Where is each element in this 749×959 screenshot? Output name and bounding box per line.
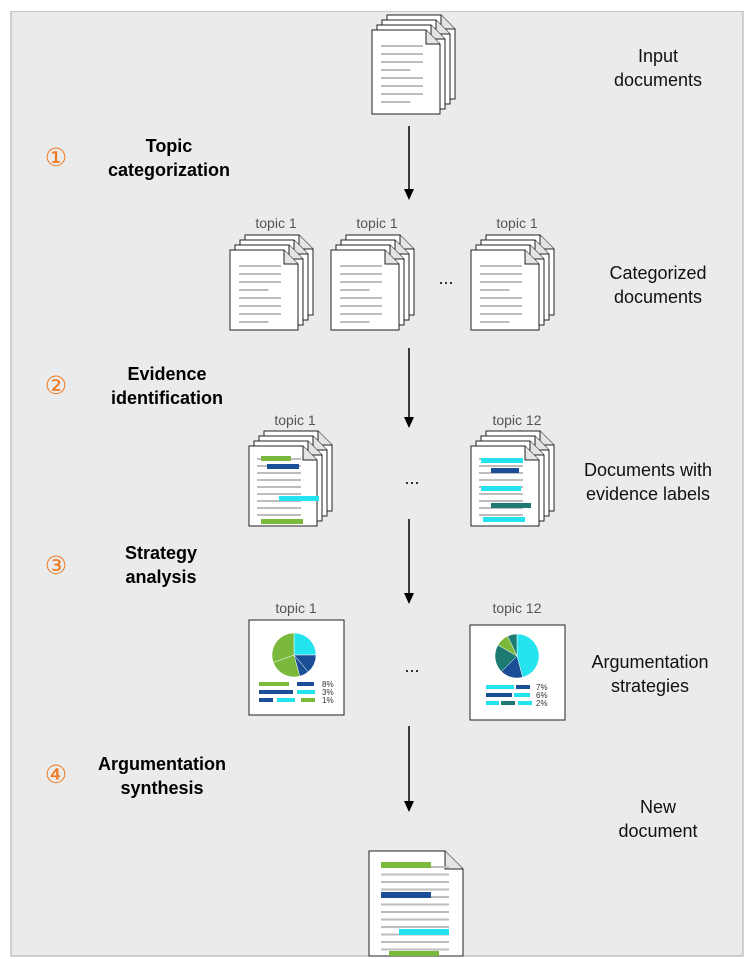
strategy-card-a-pie-slice: [273, 654, 301, 678]
strategy-card-a-legend-bar: [277, 698, 295, 702]
step-4-title-line2: synthesis: [120, 778, 204, 798]
arrow-step-2-head: [404, 417, 414, 428]
topic-label-categorized-a: topic 1: [255, 215, 296, 231]
strategy-card-a-legend-bar: [259, 682, 289, 686]
evidence-doc-b-evidence-bar: [491, 503, 531, 508]
strategy-card-a-percent-label: 8%: [322, 680, 334, 689]
evidence-doc-a: [248, 430, 333, 527]
arrow-step-1-head: [404, 189, 414, 200]
evidence-doc-b-front-page-fold: [524, 446, 539, 461]
step-1-number: ①: [44, 143, 68, 172]
strategy-card-a-legend-bar: [297, 682, 314, 686]
new-document: [368, 850, 464, 957]
strategy-card-a-legend-bar: [259, 698, 273, 702]
evidence-doc-a-evidence-bar: [267, 464, 299, 469]
strategy-card-b-percent-label: 6%: [536, 691, 548, 700]
topic-label-strategy-a: topic 1: [275, 600, 316, 616]
evidence-doc-b-evidence-bar: [481, 458, 523, 463]
strategy-card-a-legend-bar: [301, 698, 315, 702]
evidence-doc-b-evidence-bar: [491, 468, 519, 473]
input-label-line1: Input: [637, 46, 679, 66]
strategy-card-b-pie-slice: [516, 633, 540, 678]
categorized-doc-a: [229, 234, 314, 331]
categorized-doc-b: [330, 234, 415, 331]
strategy-card-b-legend-bar: [518, 701, 532, 705]
panel-background: [10, 10, 744, 957]
input-documents-front-page-fold: [425, 30, 440, 45]
step-3-title-line1: Strategy: [124, 543, 198, 563]
strategy-card-b-legend-bar: [501, 701, 515, 705]
evidence-doc-a-evidence-bar: [261, 456, 291, 461]
topic-label-evidence-a: topic 1: [274, 412, 315, 428]
evidence-doc-b-evidence-bar: [483, 517, 525, 522]
categorized-ellipsis: ...: [438, 268, 454, 288]
new-document-evidence-bar: [399, 929, 449, 935]
strategy-card-b-pie-slice: [507, 633, 518, 657]
input-documents: [371, 14, 456, 115]
step-3-title-line2: analysis: [125, 567, 197, 587]
output-label-line1: New: [639, 797, 676, 817]
strategies-label-line1: Argumentation: [591, 652, 709, 672]
strategy-card-a-percent-label: 1%: [322, 696, 334, 705]
evidence-doc-a-front-page-fold: [302, 446, 317, 461]
strategy-card-b-legend-bar: [486, 685, 514, 689]
topic-label-categorized-b: topic 1: [356, 215, 397, 231]
strategy-card-a-pie-slice: [271, 632, 295, 663]
strategy-card-b-percent-label: 7%: [536, 683, 548, 692]
strategy-card-a-legend-bar: [297, 690, 315, 694]
topic-label-evidence-b: topic 12: [492, 412, 541, 428]
evidence-label-line2: evidence labels: [585, 484, 711, 504]
categorized-doc-c: [470, 234, 555, 331]
step-2-number: ②: [44, 371, 68, 400]
step-2-title-line2: identification: [111, 388, 223, 408]
step-3-number: ③: [44, 551, 68, 580]
new-document-evidence-bar: [389, 951, 439, 956]
topic-label-strategy-b: topic 12: [492, 600, 541, 616]
step-2-title-line1: Evidence: [127, 364, 207, 384]
evidence-doc-a-evidence-bar: [279, 496, 319, 501]
topic-label-categorized-c: topic 1: [496, 215, 537, 231]
categorized-label-line1: Categorized: [609, 263, 707, 283]
strategy-card-b-percent-label: 2%: [536, 699, 548, 708]
top-margin: [0, 0, 749, 11]
evidence-doc-b-evidence-bar: [481, 486, 521, 491]
strategy-card-b-legend-bar: [516, 685, 530, 689]
step-4-number: ④: [44, 760, 68, 789]
new-document-evidence-bar: [381, 892, 431, 898]
strategy-card-a-percent-label: 3%: [322, 688, 334, 697]
strategies-label-line2: strategies: [610, 676, 690, 696]
new-document-evidence-bar: [381, 862, 431, 868]
step-4-title-line1: Argumentation: [98, 754, 226, 774]
arrow-step-3-head: [404, 593, 414, 604]
strategies-ellipsis: ...: [404, 656, 420, 676]
step-1-title-line2: categorization: [107, 160, 231, 180]
strategy-card-b-legend-bar: [486, 693, 512, 697]
new-document-page-fold: [444, 851, 463, 870]
strategy-card-a-legend-bar: [259, 690, 293, 694]
categorized-doc-a-front-page-fold: [283, 250, 298, 265]
strategy-card-b-legend-bar: [514, 693, 530, 697]
categorized-label-line2: documents: [613, 287, 703, 307]
output-label-line2: document: [618, 821, 698, 841]
input-label-line2: documents: [613, 70, 703, 90]
arrow-step-4-head: [404, 801, 414, 812]
strategy-card-b-legend-bar: [486, 701, 499, 705]
evidence-label-line1: Documents with: [583, 460, 713, 480]
strategy-card-a-pie-slice: [293, 632, 317, 656]
evidence-doc-a-evidence-bar: [261, 519, 303, 524]
strategy-card-b: 7%6%2%: [469, 624, 566, 721]
categorized-doc-b-front-page-fold: [384, 250, 399, 265]
step-1-title-line1: Topic: [145, 136, 193, 156]
strategy-card-a: 8%3%1%: [248, 619, 345, 716]
evidence-doc-b: [470, 430, 555, 527]
categorized-doc-c-front-page-fold: [524, 250, 539, 265]
evidence-ellipsis: ...: [404, 468, 420, 488]
